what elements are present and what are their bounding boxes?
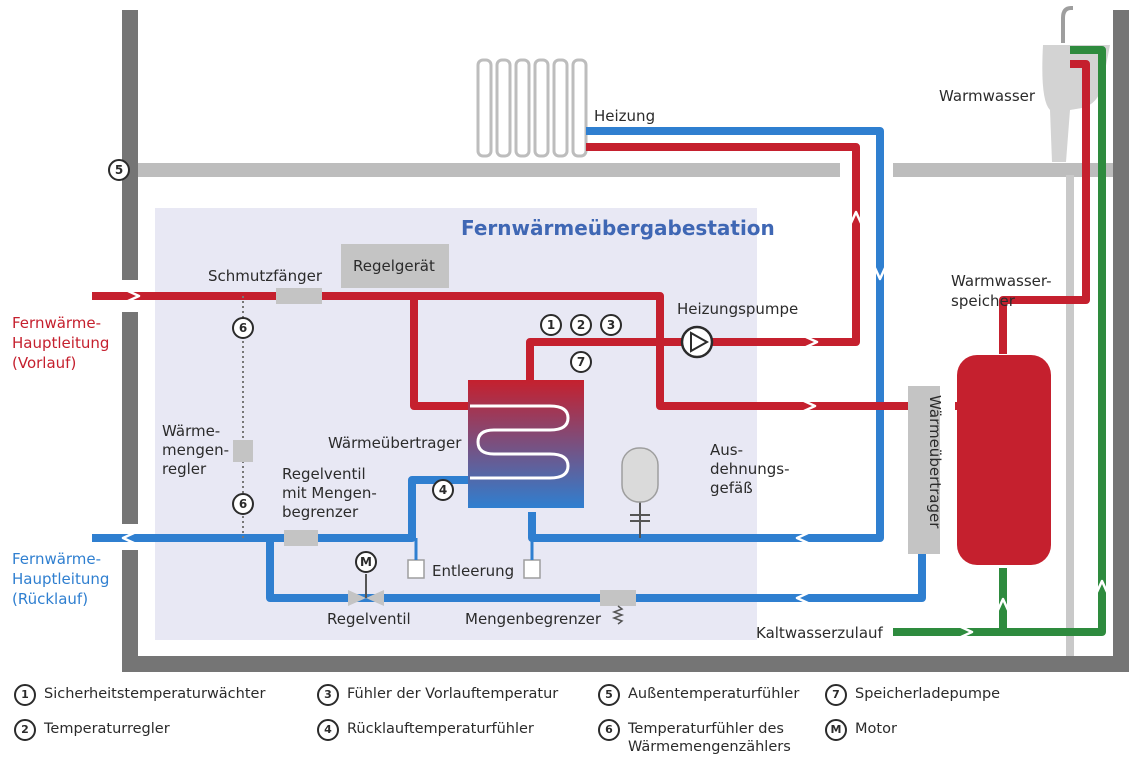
legend-text-6-line2: Wärmemengenzählers [628,739,791,755]
label-wmr-3: regler [162,460,207,478]
svg-text:1: 1 [547,318,555,332]
label-heizungspumpe: Heizungspumpe [677,300,798,318]
label-vorlauf-1: Fernwärme- [12,314,101,332]
legend-text-2: Temperaturregler [44,721,170,737]
floor-slab [138,163,1113,177]
marker-7: 7 [570,351,592,373]
label-warmwasser: Warmwasser [939,87,1036,105]
heating-pump-icon [680,325,714,359]
label-regelventil: Regelventil [327,610,411,628]
label-waermeuebertrager: Wärmeübertrager [328,434,462,452]
label-regelventil-mb-1: Regelventil [282,465,366,483]
label-vorlauf-3: (Vorlauf) [12,354,76,372]
flow-limiter-spring [611,605,625,625]
legend-badge-7: 7 [825,684,847,706]
label-vorlauf-2: Hauptleitung [12,334,109,352]
legend-badge-5: 5 [598,684,620,706]
flow-limiter [600,590,636,606]
station-area [155,208,757,640]
svg-text:5: 5 [115,163,123,177]
svg-text:4: 4 [439,483,447,497]
svg-text:3: 3 [607,318,615,332]
legend-text-1: Sicherheitstemperaturwächter [44,686,266,702]
label-ausdehnung-3: gefäß [710,479,753,497]
label-wmr-2: mengen- [162,441,229,459]
sink-icon [1042,6,1110,162]
svg-text:6: 6 [239,321,247,335]
dirt-trap [276,288,322,304]
label-ww-speicher-2: speicher [951,292,1016,310]
label-ausdehnung-1: Aus- [710,441,743,459]
flow-arrows [121,210,1109,639]
label-kaltwasserzulauf: Kaltwasserzulauf [756,624,884,642]
legend-text-4: Rücklauftemperaturfühler [347,721,534,737]
control-unit [341,244,449,288]
marker-5: 5 [108,159,130,181]
label-regelgeraet: Regelgerät [353,257,435,275]
drain-lines [414,538,534,560]
legend-badge-2: 2 [14,719,36,741]
warmwater-riser [1066,175,1074,656]
legend: 1 Sicherheitstemperaturwächter 2 Tempera… [0,676,1135,758]
building-walls [122,10,1129,672]
svg-text:M: M [360,555,372,569]
radiator-icon [476,58,588,158]
marker-3: 3 [600,314,622,336]
legend-badge-6: 6 [598,719,620,741]
legend-text-m: Motor [855,721,897,737]
svg-text:7: 7 [577,355,585,369]
label-ausdehnung-2: dehnungs- [710,460,790,478]
marker-2: 2 [570,314,592,336]
label-wmr-1: Wärme- [162,422,220,440]
svg-text:6: 6 [239,497,247,511]
label-regelventil-mb-3: begrenzer [282,503,359,521]
label-schmutzfaenger: Schmutzfänger [208,267,323,285]
marker-6-upper: 6 [232,317,254,339]
marker-6-lower: 6 [232,493,254,515]
legend-badge-m: M [825,719,847,741]
expansion-tank [621,447,659,538]
label-ruecklauf-2: Hauptleitung [12,570,109,588]
heat-exchanger [468,380,584,508]
label-ww-speicher-1: Warmwasser- [951,272,1052,290]
label-ruecklauf-3: (Rücklauf) [12,590,88,608]
vertical-hx-label: Wärmeübertrager [926,395,944,529]
control-valve [348,574,384,606]
control-valve-flow-limiter [284,530,318,546]
marker-4: 4 [432,479,454,501]
legend-badge-1: 1 [14,684,36,706]
heat-meter [233,440,253,462]
drain-right [523,559,541,579]
marker-motor: M [355,551,377,573]
legend-text-5: Außentemperaturfühler [628,686,800,702]
label-regelventil-mb-2: mit Mengen- [282,484,377,502]
label-heizung: Heizung [594,107,655,125]
legend-text-7: Speicherladepumpe [855,686,1001,702]
hot-water-storage [957,355,1051,565]
drain-left [407,559,425,579]
label-ruecklauf-1: Fernwärme- [12,550,101,568]
legend-text-6: Temperaturfühler des [628,721,784,737]
svg-text:2: 2 [577,318,585,332]
legend-badge-4: 4 [317,719,339,741]
heat-exchanger-coil [470,404,570,480]
label-entleerung: Entleerung [432,562,514,580]
vertical-heat-exchanger [908,386,940,554]
marker-1: 1 [540,314,562,336]
station-title: Fernwärmeübergabestation [461,216,775,240]
legend-text-3: Fühler der Vorlauftemperatur [347,686,559,702]
heating-diagram: Wärmeübertrager 5 1 2 3 7 4 [12,6,1129,672]
legend-badge-3: 3 [317,684,339,706]
label-mengenbegrenzer: Mengenbegrenzer [465,610,602,628]
